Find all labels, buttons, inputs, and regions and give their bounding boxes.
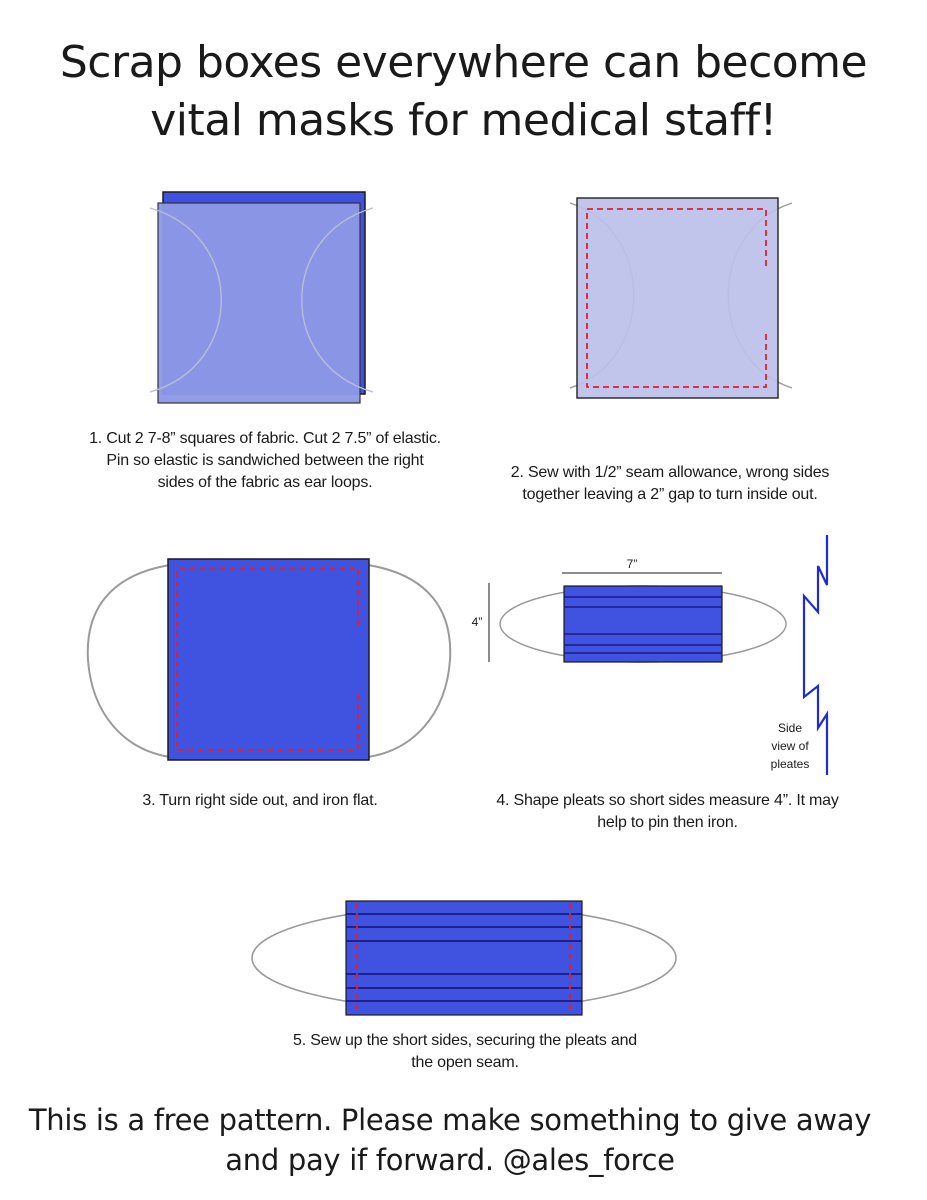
- side-view-label: Side view of pleates: [764, 719, 816, 773]
- step-2-line-1: 2. Sew with 1/2” seam allowance, wrong s…: [510, 464, 830, 481]
- pleat-lines-4: [564, 596, 722, 654]
- pleat-side-view-zigzag: [802, 535, 829, 775]
- step-2-illustration: [569, 197, 793, 399]
- ear-loop-left-3: [86, 564, 171, 758]
- stitch-line-2: [586, 208, 767, 388]
- step-1-caption: 1. Cut 2 7-8” squares of fabric. Cut 2 7…: [50, 428, 480, 494]
- step-1-line-2: Pin so elastic is sandwiched between the…: [106, 452, 424, 469]
- fabric-square-ironed: [167, 558, 370, 761]
- side-view-line-2: view of: [771, 739, 809, 753]
- side-view-line-3: pleates: [770, 757, 810, 771]
- pleated-mask: [563, 585, 723, 663]
- elastic-loop-left: [149, 207, 222, 393]
- title-line-2: vital masks for medical staff!: [150, 95, 777, 146]
- step-5-illustration: [251, 900, 677, 1016]
- step-3-illustration: [86, 558, 452, 761]
- step-1-illustration: [149, 191, 374, 404]
- step-5-line-2: the open seam.: [411, 1054, 519, 1071]
- step-2-line-2: together leaving a 2” gap to turn inside…: [522, 486, 818, 503]
- step-3-caption: 3. Turn right side out, and iron flat.: [60, 790, 460, 812]
- footer-line-2: and pay if forward. @ales_force: [225, 1143, 675, 1177]
- step-3-line-1: 3. Turn right side out, and iron flat.: [142, 792, 378, 809]
- step-5-caption: 5. Sew up the short sides, securing the …: [255, 1030, 675, 1074]
- side-view-line-1: Side: [777, 721, 803, 735]
- height-dimension-label: 4”: [471, 615, 483, 629]
- step-5-line-1: 5. Sew up the short sides, securing the …: [293, 1032, 637, 1049]
- step-4-line-1: 4. Shape pleats so short sides measure 4…: [496, 792, 839, 809]
- step-1-line-1: 1. Cut 2 7-8” squares of fabric. Cut 2 7…: [89, 430, 441, 447]
- title-line-1: Scrap boxes everywhere can become: [59, 37, 868, 88]
- footer-line-1: This is a free pattern. Please make some…: [28, 1103, 872, 1137]
- footer-note: This is a free pattern. Please make some…: [0, 1100, 900, 1180]
- page-title: Scrap boxes everywhere can become vital …: [0, 34, 927, 150]
- elastic-loop-right: [301, 207, 374, 393]
- fabric-square-sewn: [576, 197, 779, 399]
- stitch-line-3: [176, 568, 359, 751]
- ear-loop-right-3: [367, 564, 452, 758]
- width-dimension-label: 7”: [626, 557, 638, 571]
- step-4-line-2: help to pin then iron.: [597, 814, 738, 831]
- step-4-caption: 4. Shape pleats so short sides measure 4…: [460, 790, 875, 834]
- step-4-illustration: [488, 535, 829, 775]
- step-1-line-3: sides of the fabric as ear loops.: [157, 474, 373, 491]
- finished-mask: [345, 900, 583, 1016]
- step-2-caption: 2. Sew with 1/2” seam allowance, wrong s…: [470, 462, 870, 506]
- pleat-lines-5: [346, 913, 582, 1002]
